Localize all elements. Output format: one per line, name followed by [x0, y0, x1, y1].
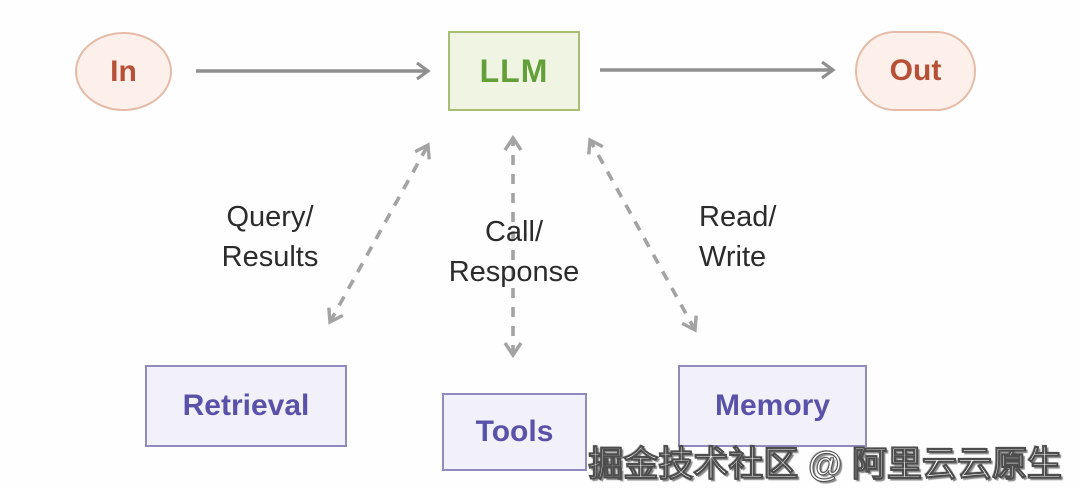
- node-in-label: In: [110, 54, 137, 88]
- node-memory-label: Memory: [714, 389, 831, 422]
- node-retrieval: Retrieval: [145, 365, 347, 447]
- node-llm: LLM: [448, 31, 580, 111]
- watermark: 掘金技术社区 @ 阿里云云原生: [588, 445, 1063, 485]
- edge-label-query-line: Query/: [226, 201, 314, 233]
- node-retrieval-label: Retrieval: [182, 389, 310, 422]
- edge-label-read-line: Read/: [699, 201, 777, 233]
- edge-label-query-results: Query/ Results: [175, 197, 365, 277]
- node-out-label: Out: [889, 54, 942, 87]
- edge-label-results-line: Results: [221, 241, 319, 273]
- node-in: In: [75, 32, 172, 111]
- node-out: Out: [855, 31, 976, 111]
- node-llm-label: LLM: [479, 52, 549, 89]
- edge-label-call-response: Call/ Response: [419, 212, 609, 292]
- edge-label-read-write: Read/ Write: [699, 197, 889, 277]
- edge-label-write-line: Write: [699, 241, 767, 273]
- edge-label-call-line: Call/: [484, 216, 543, 248]
- node-tools: Tools: [442, 393, 587, 471]
- node-tools-label: Tools: [475, 415, 554, 448]
- node-memory: Memory: [678, 365, 867, 447]
- edge-label-response-line: Response: [448, 256, 580, 288]
